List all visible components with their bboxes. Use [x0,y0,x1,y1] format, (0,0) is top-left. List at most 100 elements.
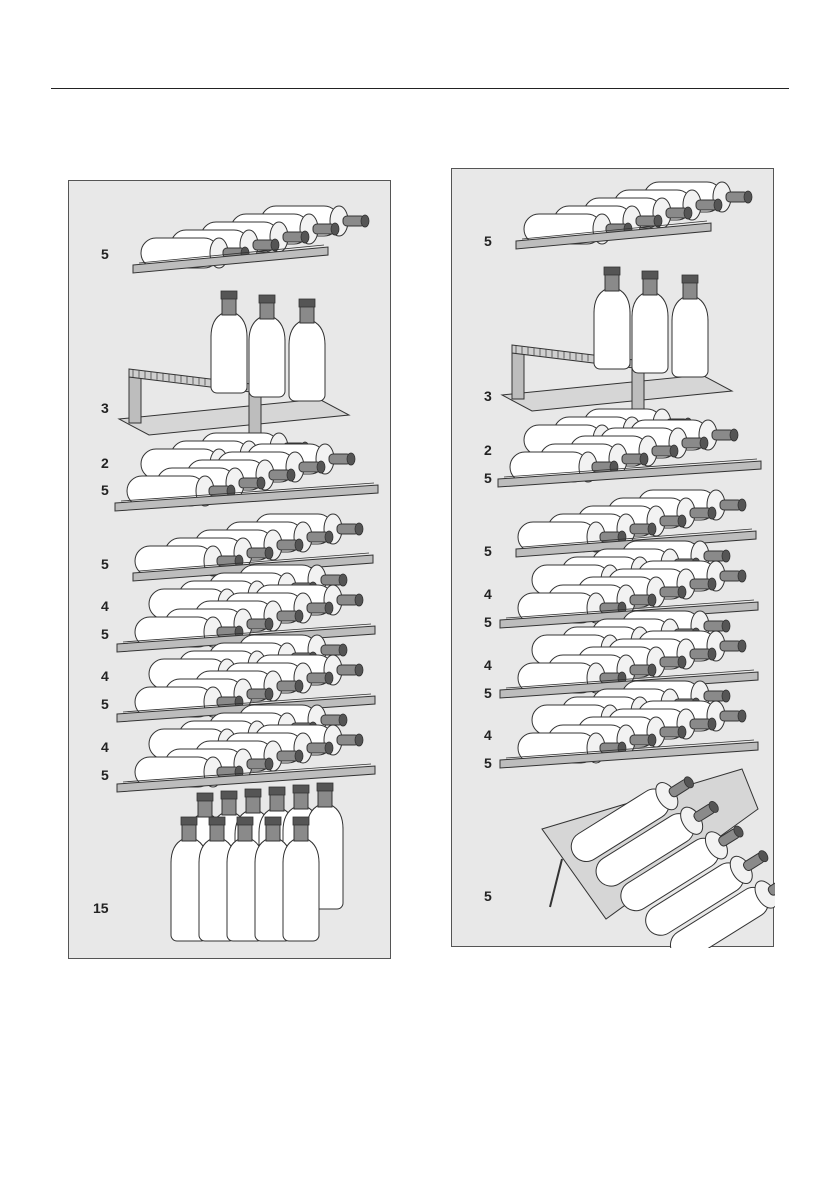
bottle-cork [744,191,752,203]
bottle-cap [293,785,309,793]
bottle-cork [339,714,347,726]
qty-label: 3 [484,389,492,403]
bottle-cork [287,469,295,481]
bottle-cap [317,783,333,791]
qty-label: 5 [484,889,492,903]
qty-label: 5 [484,471,492,485]
bottle-cap [197,793,213,801]
bottle-cork [738,710,746,722]
qty-label: 5 [101,697,109,711]
bottle-cap [293,817,309,825]
bottle-cap [245,789,261,797]
bottle-cap [221,291,237,299]
qty-label: 5 [484,756,492,770]
bottle-cork [257,477,265,489]
bottle-neck [266,823,280,841]
qty-label: 4 [101,740,109,754]
bottle-neck [318,789,332,807]
bottle-cork [347,453,355,465]
bottle-cap [604,267,620,275]
bottle-cork [265,547,273,559]
rack-post [512,347,524,399]
bottle-neck [210,823,224,841]
qty-label: 5 [484,544,492,558]
qty-label: 4 [101,669,109,683]
qty-label: 15 [93,901,109,915]
bottle-cork [708,507,716,519]
bottle-shoulder [289,321,325,345]
panel-right-illustration: 5 3 2 5 5 4 5 4 5 4 5 5 [451,168,774,947]
bottle-cork [670,445,678,457]
qty-label: 3 [101,401,109,415]
bottle-cork [317,461,325,473]
bottle-cork [355,664,363,676]
bottle-cap [259,295,275,303]
bottle-cork [295,610,303,622]
bottle-cork [265,758,273,770]
bottle-neck [683,281,697,299]
bottle-neck [198,799,212,817]
bottle-cork [730,429,738,441]
bottle-cork [738,640,746,652]
bottle-cork [678,656,686,668]
qty-label: 4 [484,728,492,742]
bottle-cork [678,515,686,527]
bottle-cork [325,742,333,754]
bottle-cork [265,618,273,630]
qty-label: 5 [484,234,492,248]
qty-label: 5 [101,557,109,571]
qty-label: 4 [484,587,492,601]
bottle-cap [682,275,698,283]
bottle-cork [648,594,656,606]
bottle-cork [648,664,656,676]
standing-bottle [594,267,630,369]
panel-left-illustration: 5 3 2 5 5 4 5 4 5 4 5 15 [68,180,391,959]
bottle-neck [260,301,274,319]
bottle-cork [648,523,656,535]
bottle-cork [722,690,730,702]
bottle-cork [648,734,656,746]
bottle-cap [209,817,225,825]
bottle-cork [678,726,686,738]
bottle-cork [738,570,746,582]
bottle-cork [678,586,686,598]
qty-label: 2 [484,443,492,457]
qty-label: 5 [101,768,109,782]
qty-label: 5 [484,686,492,700]
bottle-shoulder [307,805,343,829]
bottle-neck [270,793,284,811]
bottle-cork [738,499,746,511]
bottle-shoulder [249,317,285,341]
bottle-neck [222,297,236,315]
qty-label: 4 [484,658,492,672]
tilted-rack-leg [550,859,562,907]
header-rule [51,88,789,89]
qty-label: 5 [101,627,109,641]
standing-bottle [672,275,708,377]
bottle-body [672,315,708,377]
bottle-neck [222,797,236,815]
bottle-cork [722,550,730,562]
rack-base [119,399,349,435]
right-storage-illustration [452,169,775,948]
qty-label: 5 [101,483,109,497]
bottle-cork [325,531,333,543]
bottle-cork [708,718,716,730]
bottle-cork [361,215,369,227]
bottle-cork [714,199,722,211]
bottle-cork [708,648,716,660]
bottle-cork [295,750,303,762]
standing-bottle [632,271,668,373]
bottle-cork [331,223,339,235]
bottle-cork [295,539,303,551]
qty-label: 4 [101,599,109,613]
standing-bottle [249,295,285,397]
bottle-body [211,331,247,393]
bottle-body [249,335,285,397]
bottle-cork [339,574,347,586]
bottle-body [632,311,668,373]
bottle-cork [708,578,716,590]
bottle-body [283,857,319,941]
qty-label: 2 [101,456,109,470]
bottle-cork [325,672,333,684]
